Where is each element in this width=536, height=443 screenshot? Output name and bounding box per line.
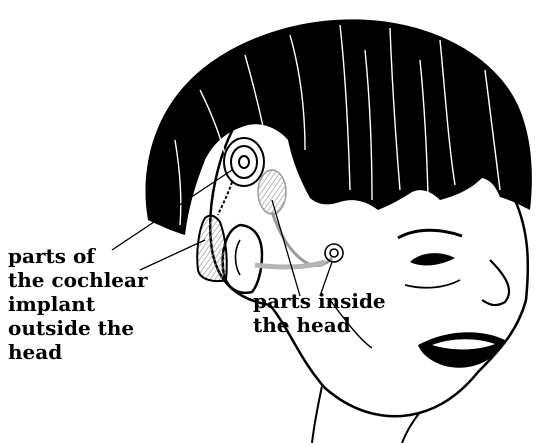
leader-line-inside-receiver	[272, 200, 300, 296]
eye	[410, 253, 455, 265]
label-parts-outside-head: parts of the cochlear implant outside th…	[8, 244, 148, 364]
implant-cable	[218, 182, 232, 215]
neck	[312, 386, 420, 443]
label-line: outside the	[8, 316, 148, 340]
label-line: parts of	[8, 244, 148, 268]
label-line: the head	[253, 313, 386, 337]
label-parts-inside-head: parts inside the head	[253, 289, 386, 337]
label-line: parts inside	[253, 289, 386, 313]
transmitter-coil	[224, 138, 264, 186]
leader-line-outside-processor	[140, 240, 205, 270]
mouth	[418, 332, 505, 368]
speech-processor	[197, 216, 226, 281]
label-line: implant	[8, 292, 148, 316]
ear	[223, 225, 262, 293]
internal-receiver	[258, 170, 286, 214]
label-line: the cochlear	[8, 268, 148, 292]
electrode-lead	[272, 212, 332, 265]
nose	[482, 260, 509, 305]
label-line: head	[8, 340, 148, 364]
hair	[145, 19, 531, 235]
cochlea	[325, 244, 343, 262]
eye-lower	[405, 280, 460, 288]
eyebrow	[398, 230, 462, 238]
